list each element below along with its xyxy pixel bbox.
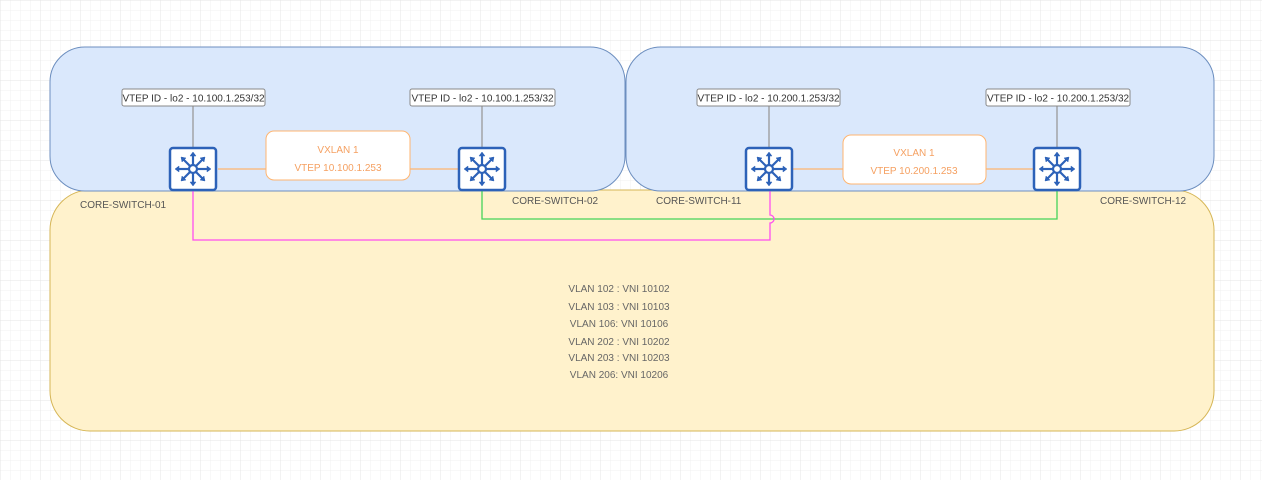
vtep-label-01[interactable]: VTEP ID - lo2 - 10.100.1.253/32 xyxy=(121,88,266,107)
switch-name-11: CORE-SWITCH-11 xyxy=(656,196,742,207)
vtep-label-text: VTEP ID - lo2 - 10.200.1.253/32 xyxy=(987,94,1130,105)
green-link[interactable] xyxy=(481,191,1058,220)
vxlan-title: VXLAN 1 xyxy=(317,145,359,156)
switch-name-01: CORE-SWITCH-01 xyxy=(80,200,167,211)
vlan-mapping-list: VLAN 102 : VNI 10102 VLAN 103 : VNI 1010… xyxy=(568,284,670,381)
vlan-mapping: VLAN 203 : VNI 10203 xyxy=(568,353,670,364)
vtep-label-02[interactable]: VTEP ID - lo2 - 10.100.1.253/32 xyxy=(409,88,556,107)
vlan-mapping: VLAN 202 : VNI 10202 xyxy=(568,337,670,348)
vtep-label-text: VTEP ID - lo2 - 10.200.1.253/32 xyxy=(697,94,840,105)
vlan-mapping: VLAN 102 : VNI 10102 xyxy=(568,284,670,295)
switch-name-12: CORE-SWITCH-12 xyxy=(1100,196,1187,207)
vxlan-box-2[interactable]: VXLAN 1 VTEP 10.200.1.253 xyxy=(842,134,987,185)
vtep-label-12[interactable]: VTEP ID - lo2 - 10.200.1.253/32 xyxy=(985,88,1131,107)
vtep-label-text: VTEP ID - lo2 - 10.100.1.253/32 xyxy=(411,94,554,105)
switch-icon[interactable] xyxy=(1032,146,1082,192)
vxlan-box-1[interactable]: VXLAN 1 VTEP 10.100.1.253 xyxy=(265,130,411,181)
vlan-domain-container[interactable] xyxy=(49,189,1215,432)
vtep-label-text: VTEP ID - lo2 - 10.100.1.253/32 xyxy=(122,94,265,105)
vlan-mapping: VLAN 103 : VNI 10103 xyxy=(568,302,670,313)
vtep-label-11[interactable]: VTEP ID - lo2 - 10.200.1.253/32 xyxy=(696,88,841,107)
switch-name-02: CORE-SWITCH-02 xyxy=(512,196,599,207)
vlan-mapping: VLAN 206: VNI 10206 xyxy=(570,370,669,381)
vlan-mapping: VLAN 106: VNI 10106 xyxy=(570,319,669,330)
switch-icon[interactable] xyxy=(168,146,218,192)
vtep-connector-lines xyxy=(192,106,1058,147)
switch-icon[interactable] xyxy=(744,146,794,192)
vxlan-vtep: VTEP 10.200.1.253 xyxy=(870,166,958,177)
switch-icon[interactable] xyxy=(457,146,507,192)
vxlan-vtep: VTEP 10.100.1.253 xyxy=(294,163,382,174)
pink-link[interactable] xyxy=(192,191,775,241)
vxlan-title: VXLAN 1 xyxy=(893,148,935,159)
